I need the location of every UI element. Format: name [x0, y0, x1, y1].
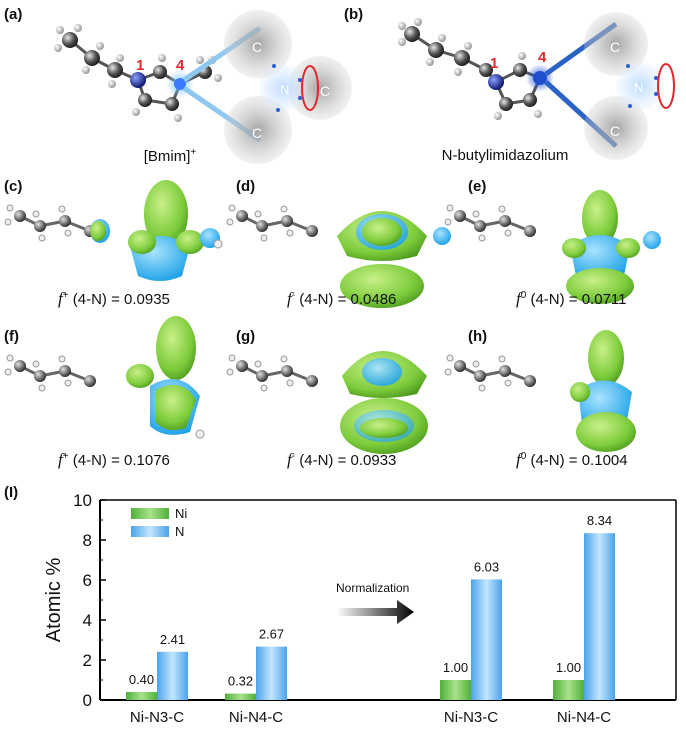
panel-label-h: (h) [468, 328, 488, 345]
fukui-symbol-g: f [287, 450, 292, 469]
nitrogen-label-a: N [280, 82, 289, 97]
n-legend-label: N [175, 524, 184, 539]
fukui-isosurface-grid [3, 180, 661, 454]
normalization-arrow [337, 600, 414, 624]
y-tick-label: 4 [83, 611, 92, 630]
fukui-value-h: (4-N) = 0.1004 [526, 452, 628, 469]
carbon-bottom-a: C [252, 125, 262, 141]
panel-label-d: (d) [236, 178, 256, 195]
ni-bar [553, 680, 584, 700]
fukui-sup-g: - [291, 451, 296, 462]
chart-legend: NiN [131, 506, 187, 539]
panel-label-g: (g) [236, 328, 256, 345]
atom4-label-b: 4 [538, 49, 547, 66]
n-bar [471, 579, 502, 700]
y-tick-label: 0 [83, 691, 92, 710]
fukui-caption-d: f- (4-N) = 0.0486 [287, 289, 396, 309]
n-bar [584, 533, 615, 700]
fukui-caption-f: f+ (4-N) = 0.1076 [58, 450, 170, 470]
carbon-top-a: C [252, 39, 262, 55]
y-tick-label: 8 [83, 531, 92, 550]
caption-bmim: [Bmim]+ [110, 147, 230, 165]
nitrogen-label-b: N [634, 80, 643, 95]
panel-label-c: (c) [4, 178, 23, 195]
fukui-symbol-e: f [516, 289, 521, 308]
fukui-value-c: (4-N) = 0.0935 [68, 291, 170, 308]
caption-bmim-sup: + [190, 147, 197, 158]
butylimidazolium-molecule [398, 18, 618, 148]
isosurface-f [3, 316, 205, 439]
fukui-value-d: (4-N) = 0.0486 [295, 291, 397, 308]
panel-label-b: (b) [344, 6, 364, 23]
panel-label-i: (I) [4, 484, 19, 501]
fukui-sup-d: - [291, 290, 296, 301]
n-legend-swatch [131, 526, 169, 537]
y-tick-label: 6 [83, 571, 92, 590]
panel-label-f: (f) [4, 328, 19, 345]
isosurface-c [3, 180, 223, 281]
fukui-symbol-c: f [58, 289, 63, 308]
fukui-sup-e: 0 [520, 290, 527, 301]
top-molecules-figure: 1 4 C C C N [54, 10, 675, 164]
isosurface-d [225, 203, 451, 308]
normalization-label: Normalization [336, 581, 409, 595]
n-value-label: 2.41 [160, 632, 185, 647]
y-tick-label: 10 [73, 491, 92, 510]
n-value-label: 8.34 [587, 513, 612, 528]
fukui-symbol-h: f [516, 450, 521, 469]
n-bar [256, 646, 287, 700]
y-tick-label: 2 [83, 651, 92, 670]
fukui-caption-g: f- (4-N) = 0.0933 [287, 450, 396, 470]
y-axis-label: Atomic % [43, 558, 65, 643]
n-value-label: 6.03 [474, 559, 499, 574]
atom4-label-a: 4 [176, 57, 185, 74]
fukui-value-e: (4-N) = 0.0711 [526, 291, 627, 308]
caption-butylimidazolium: N-butylimidazolium [441, 147, 569, 164]
fukui-caption-e: f0 (4-N) = 0.0711 [516, 289, 627, 309]
x-category-label: Ni-N3-C [130, 709, 184, 726]
carbon-bottom-b: C [610, 123, 620, 139]
fukui-symbol-d: f [287, 289, 292, 308]
carbon-top-b: C [610, 39, 620, 55]
orbital-cartoon-b [584, 12, 675, 160]
panel-label-a: (a) [4, 6, 23, 23]
bmim-molecule [54, 24, 262, 143]
ni-value-label: 1.00 [443, 660, 468, 675]
carbon-side-a: C [320, 83, 330, 99]
x-category-label: Ni-N3-C [444, 709, 498, 726]
fukui-symbol-f: f [58, 450, 63, 469]
fukui-sup-f: + [62, 451, 69, 462]
fukui-caption-c: f+ (4-N) = 0.0935 [58, 289, 170, 309]
ni-bar [440, 680, 471, 700]
isosurface-g [225, 351, 428, 454]
panel-label-e: (e) [468, 178, 487, 195]
isosurface-h [443, 330, 636, 452]
orbital-cartoon-a [224, 10, 352, 164]
isosurface-e [443, 190, 661, 304]
fukui-sup-c: + [62, 290, 69, 301]
ni-value-label: 1.00 [556, 660, 581, 675]
n-value-label: 2.67 [259, 627, 284, 642]
ni-bar [225, 693, 256, 700]
ni-value-label: 0.40 [129, 672, 154, 687]
ni-value-label: 0.32 [228, 674, 253, 689]
atom1-label-a: 1 [136, 57, 144, 74]
fukui-caption-h: f0 (4-N) = 0.1004 [516, 450, 628, 470]
fukui-sup-h: 0 [520, 451, 527, 462]
ni-legend-swatch [131, 508, 169, 519]
x-category-label: Ni-N4-C [229, 709, 283, 726]
ni-legend-label: Ni [175, 506, 187, 521]
atom1-label-b: 1 [490, 55, 498, 72]
fukui-value-f: (4-N) = 0.1076 [68, 452, 170, 469]
x-category-label: Ni-N4-C [557, 709, 611, 726]
ni-bar [126, 692, 157, 700]
caption-bmim-text: [Bmim] [143, 148, 191, 165]
n-bar [157, 651, 188, 700]
fukui-value-g: (4-N) = 0.0933 [295, 452, 397, 469]
